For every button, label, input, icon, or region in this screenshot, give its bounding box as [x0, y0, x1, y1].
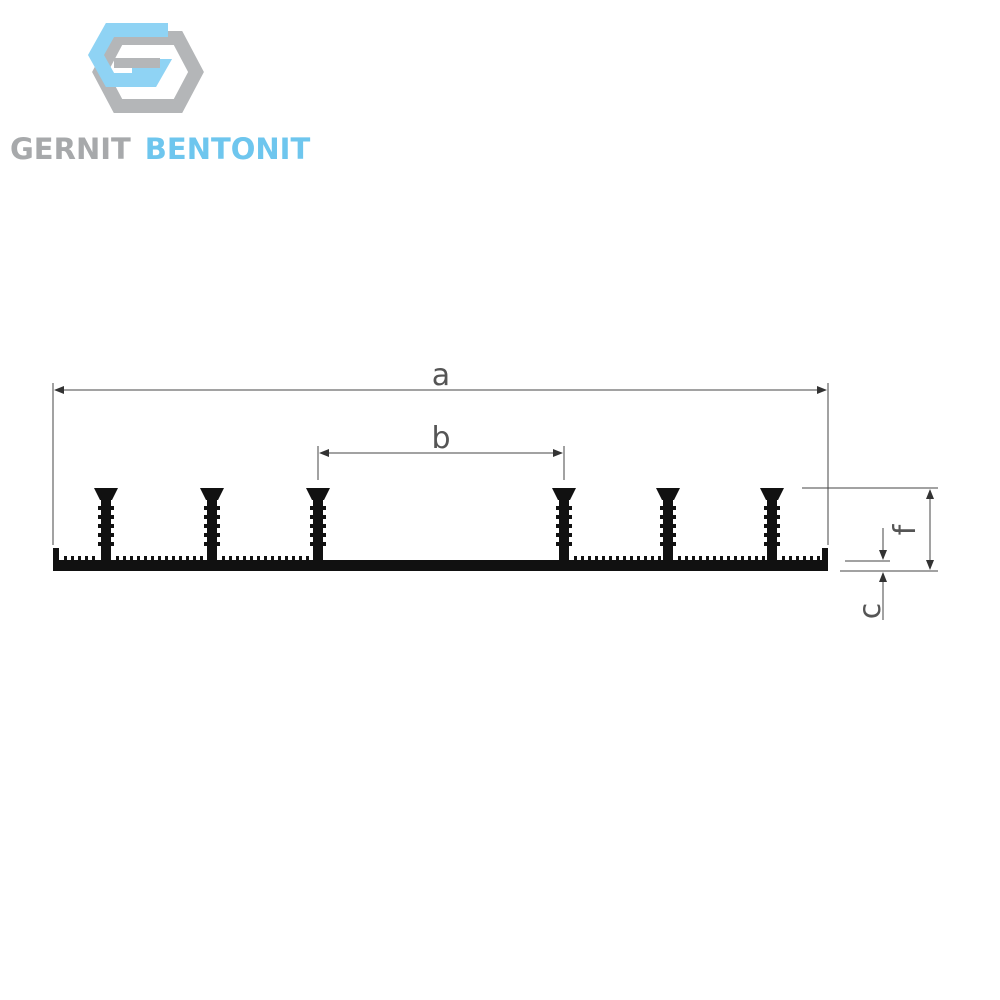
- logo-wordmark: GERNIT BENTONIT: [10, 132, 310, 166]
- base-rib: [64, 556, 67, 561]
- base-rib: [588, 556, 591, 561]
- base-rib: [92, 556, 95, 561]
- base-rib: [186, 556, 189, 561]
- anchor-stems: [94, 488, 784, 562]
- base-rib: [130, 556, 133, 561]
- base-rib: [644, 556, 647, 561]
- base-rib: [144, 556, 147, 561]
- anchor-stem-3: [306, 488, 330, 562]
- base-rib: [623, 556, 626, 561]
- base-rib: [243, 556, 246, 561]
- base-rib: [116, 556, 119, 561]
- dimension-a: a: [52, 358, 829, 545]
- base-rib: [734, 556, 737, 561]
- base-rib: [803, 556, 806, 561]
- logo-word-bentonit: BENTONIT: [144, 132, 311, 166]
- base-rib: [285, 556, 288, 561]
- base-rib: [581, 556, 584, 561]
- dim-a-label: a: [432, 358, 450, 393]
- logo-mark-icon: [87, 23, 204, 113]
- base-rib: [755, 556, 758, 561]
- base-rib: [574, 556, 577, 561]
- base-rib: [595, 556, 598, 561]
- base-rib: [741, 556, 744, 561]
- base-rib: [720, 556, 723, 561]
- base-rib: [71, 556, 74, 561]
- base-rib: [782, 556, 785, 561]
- base-rib: [264, 556, 267, 561]
- base-rib: [630, 556, 633, 561]
- base-rib: [257, 556, 260, 561]
- anchor-stem-2: [200, 488, 224, 562]
- base-rib: [85, 556, 88, 561]
- dimension-b: b: [317, 421, 565, 480]
- base-rib: [78, 556, 81, 561]
- base-rib: [292, 556, 295, 561]
- base-rib: [137, 556, 140, 561]
- profile-section: [53, 488, 828, 571]
- base-rib: [748, 556, 751, 561]
- base-rib: [306, 556, 309, 561]
- dim-b-label: b: [431, 421, 450, 456]
- base-rib: [123, 556, 126, 561]
- base-rib: [685, 556, 688, 561]
- dimension-f: f: [802, 487, 938, 572]
- base-rib: [158, 556, 161, 561]
- base-plate: [53, 560, 828, 571]
- logo-bar: [114, 58, 160, 68]
- base-rib: [165, 556, 168, 561]
- anchor-stem-4: [552, 488, 576, 562]
- base-rib: [151, 556, 154, 561]
- base-rib: [609, 556, 612, 561]
- base-rib: [699, 556, 702, 561]
- base-rib: [678, 556, 681, 561]
- anchor-stem-6: [760, 488, 784, 562]
- dim-f-label: f: [888, 523, 923, 535]
- base-rib: [602, 556, 605, 561]
- base-rib: [278, 556, 281, 561]
- anchor-stem-5: [656, 488, 680, 562]
- base-rib: [616, 556, 619, 561]
- dimension-c: c: [845, 528, 890, 620]
- edge-lip-left: [53, 548, 59, 562]
- base-rib: [172, 556, 175, 561]
- base-rib: [299, 556, 302, 561]
- base-rib: [236, 556, 239, 561]
- base-rib: [658, 556, 661, 561]
- base-rib: [229, 556, 232, 561]
- base-rib: [692, 556, 695, 561]
- brand-logo: GERNIT BENTONIT: [0, 0, 310, 180]
- base-rib: [271, 556, 274, 561]
- base-rib: [250, 556, 253, 561]
- base-rib: [789, 556, 792, 561]
- dim-c-label: c: [853, 603, 888, 620]
- base-rib: [651, 556, 654, 561]
- base-rib: [796, 556, 799, 561]
- base-rib: [637, 556, 640, 561]
- base-rib: [817, 556, 820, 561]
- base-rib: [193, 556, 196, 561]
- base-ribs: [64, 556, 820, 561]
- anchor-stem-1: [94, 488, 118, 562]
- base-rib: [727, 556, 730, 561]
- base-rib: [713, 556, 716, 561]
- edge-lip-right: [822, 548, 828, 562]
- base-rib: [706, 556, 709, 561]
- base-rib: [179, 556, 182, 561]
- base-rib: [810, 556, 813, 561]
- base-rib: [200, 556, 203, 561]
- base-rib: [762, 556, 765, 561]
- base-rib: [222, 556, 225, 561]
- logo-word-gernit: GERNIT: [10, 132, 131, 166]
